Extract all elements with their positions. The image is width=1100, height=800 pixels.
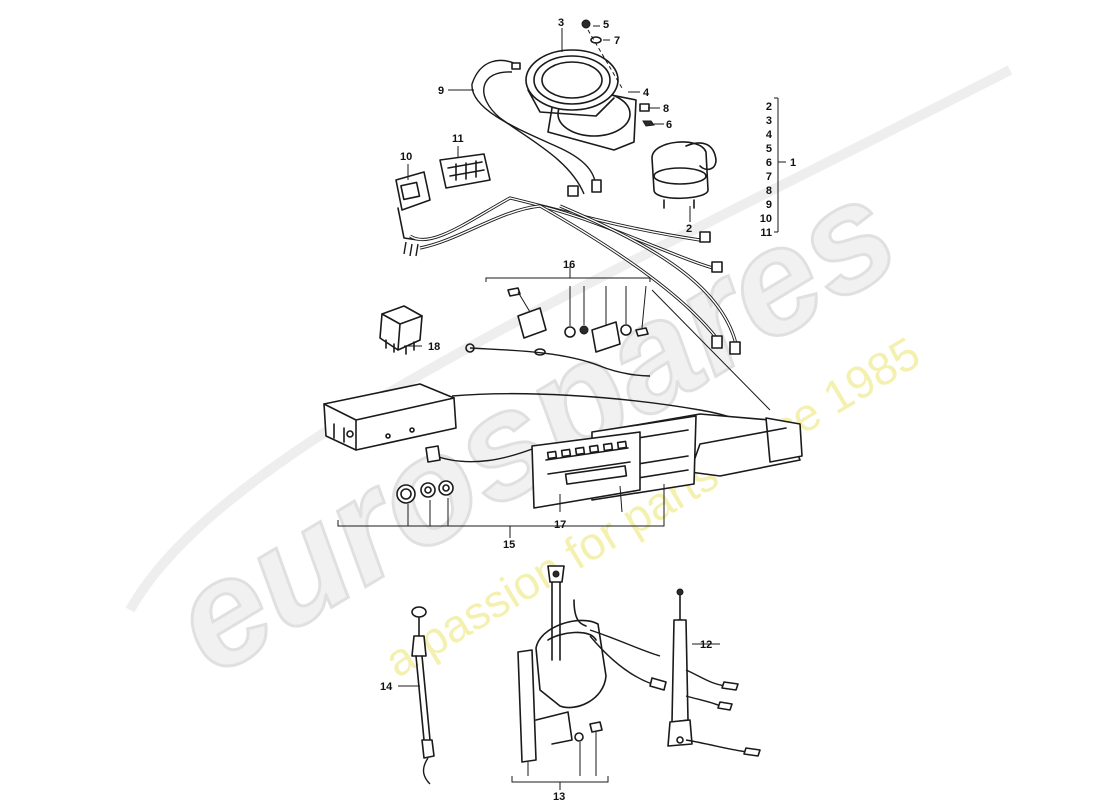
washer-icon [574, 732, 584, 742]
callout-7: 7 [614, 35, 620, 47]
speaker-cone [533, 55, 611, 105]
callout-10: 10 [400, 151, 412, 163]
leader-lines [398, 25, 720, 687]
callout-8: 8 [663, 103, 669, 115]
lead-connector [591, 179, 602, 193]
speaker-lead-2 [483, 71, 585, 195]
clip-icon [639, 103, 650, 112]
callout-3: 3 [558, 17, 564, 29]
callout-11: 11 [452, 133, 464, 145]
list-item: 4 [766, 129, 773, 141]
list-item: 9 [766, 199, 772, 211]
group-15-bracket [337, 498, 665, 538]
bracket-right [591, 321, 621, 353]
list-item: 10 [760, 213, 772, 225]
suppressor-body [651, 141, 709, 200]
antenna-telescopic [649, 588, 761, 757]
ground-strap [469, 347, 651, 377]
antenna-motor [511, 565, 661, 790]
speaker-assembly [471, 19, 655, 195]
harness-main [409, 196, 701, 242]
speaker-basket [527, 89, 615, 117]
callout-15: 15 [503, 539, 515, 551]
callout-16: 16 [563, 259, 575, 271]
speaker-inner [541, 61, 603, 99]
washer-icon [564, 326, 576, 338]
screw-icon [589, 721, 603, 733]
callout-2: 2 [686, 223, 692, 235]
list-item: 2 [766, 101, 772, 113]
radio-unit [531, 413, 803, 526]
amplifier-body [323, 383, 457, 451]
screw-icon [581, 19, 591, 29]
callout-1: 1 [790, 157, 796, 169]
lead-terminal [511, 62, 521, 70]
antenna-tip [676, 588, 684, 596]
antenna-manual [411, 606, 435, 785]
nut-icon [579, 325, 589, 335]
relay [379, 305, 423, 355]
callout-14: 14 [380, 681, 393, 693]
callout-13: 13 [553, 791, 565, 800]
knob-icon [396, 484, 416, 504]
callout-5: 5 [603, 19, 609, 31]
suppressor [651, 141, 717, 209]
list-item: 6 [766, 157, 772, 169]
callouts: 3 5 7 4 8 6 9 10 11 2 16 18 17 15 12 14 … [380, 17, 796, 800]
callout-18: 18 [428, 341, 440, 353]
callout-12: 12 [700, 639, 712, 651]
relay-body [379, 305, 423, 351]
nut-icon [642, 120, 655, 127]
watermark-swoosh [125, 65, 1013, 613]
list-item: 8 [766, 185, 772, 197]
bracket-left [517, 307, 547, 339]
screw-icon [507, 287, 521, 297]
speaker-rim [525, 49, 619, 111]
list-item: 11 [760, 227, 772, 239]
mounting-kit [465, 266, 771, 411]
callout-4: 4 [643, 87, 650, 99]
callout-17: 17 [554, 519, 566, 531]
speaker-lead [471, 59, 597, 191]
assembly-list [774, 97, 786, 233]
antenna-tip [411, 606, 427, 618]
harness-plug [699, 231, 711, 243]
antenna-motor-body [535, 619, 607, 709]
antenna-bracket [517, 649, 537, 763]
knobs [396, 480, 454, 504]
callout-6: 6 [666, 119, 672, 131]
callout-9: 9 [438, 85, 444, 97]
amp-cable [429, 445, 541, 463]
list-item: 5 [766, 143, 772, 155]
list-item: 3 [766, 115, 772, 127]
list-item: 7 [766, 171, 772, 183]
switch-harness [395, 153, 741, 355]
